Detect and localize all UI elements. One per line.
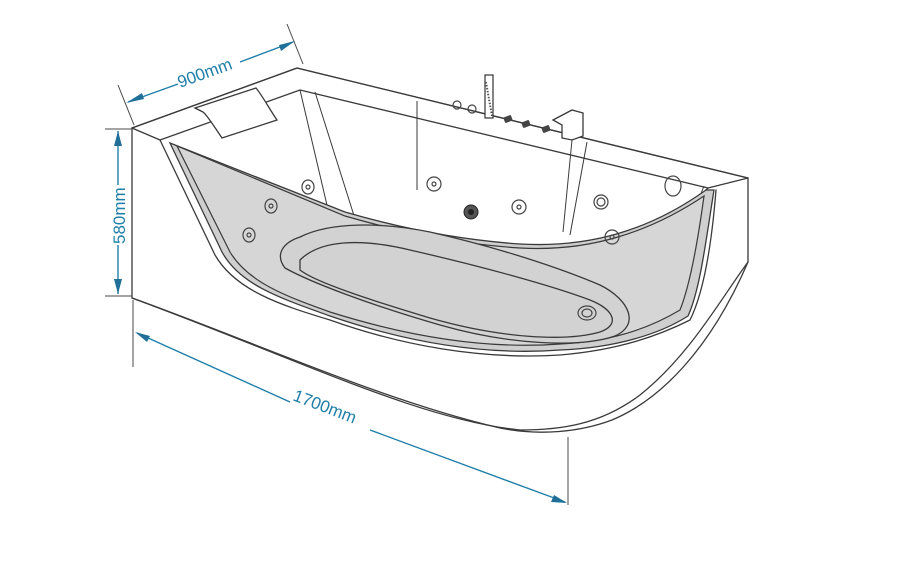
jets <box>242 175 682 321</box>
height-label: 580mm <box>110 187 129 244</box>
wall-corner-right-2 <box>569 141 588 236</box>
jet <box>426 176 442 192</box>
apron-bottom-curve <box>131 261 749 433</box>
rim-front-right <box>707 177 749 189</box>
control-button-1 <box>452 100 462 110</box>
wall-corner-left-1 <box>299 89 331 219</box>
jet <box>664 175 682 197</box>
jet <box>264 198 278 214</box>
jet <box>242 227 256 243</box>
jet <box>301 179 315 195</box>
valve-3 <box>541 125 551 133</box>
valve-2 <box>521 120 531 128</box>
width-label: 900mm <box>175 55 235 92</box>
control-button-2 <box>467 104 477 114</box>
front-ledge-outer <box>159 139 717 357</box>
drain <box>463 204 479 220</box>
rim-outer-edge <box>131 67 749 179</box>
jet <box>577 305 597 321</box>
jet <box>593 194 609 210</box>
wall-corner-right-1 <box>562 139 573 233</box>
faucet-controls <box>452 74 584 141</box>
shower-handset <box>484 74 494 119</box>
rim-front-left <box>131 127 161 141</box>
spout <box>551 109 584 141</box>
basin <box>279 224 630 344</box>
length-label: 1700mm <box>291 386 360 427</box>
jet <box>511 199 527 215</box>
jet <box>604 229 620 245</box>
basin-inner <box>299 242 613 338</box>
dimension-height: 580mm <box>105 128 132 297</box>
valve-1 <box>503 115 513 123</box>
wall-corner-left-2 <box>314 91 357 223</box>
headrest <box>193 87 279 139</box>
